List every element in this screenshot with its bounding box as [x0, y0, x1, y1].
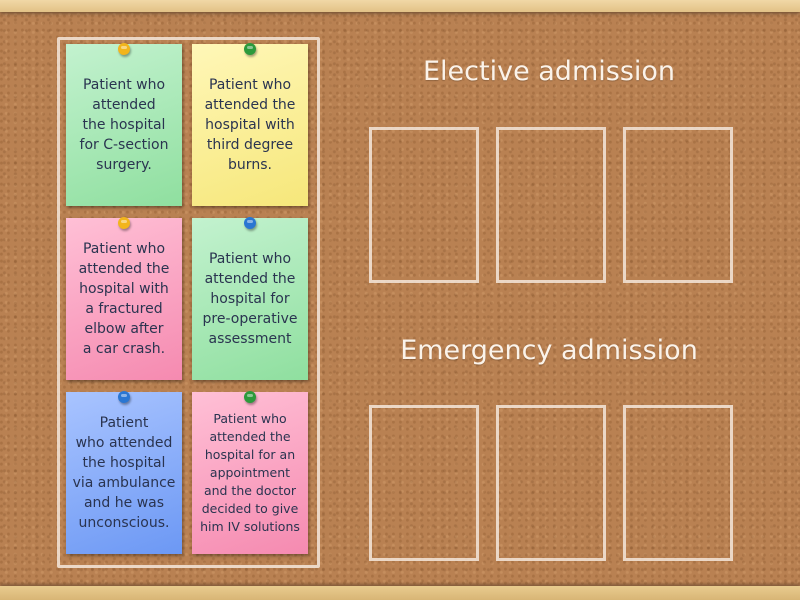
- pushpin-green-icon: [244, 43, 256, 55]
- card-source-panel: [57, 37, 320, 568]
- card-text: Patient who attended the hospital for C-…: [79, 77, 169, 173]
- elective-drop-slot-2[interactable]: [496, 127, 606, 283]
- emergency-drop-slot-2[interactable]: [496, 405, 606, 561]
- group-title-emergency: Emergency admission: [400, 335, 698, 366]
- card-fractured-elbow[interactable]: Patient who attended the hospital with a…: [66, 217, 182, 380]
- card-text: Patient who attended the hospital for pr…: [202, 251, 298, 347]
- pushpin-blue-icon: [244, 217, 256, 229]
- pushpin-blue-icon: [118, 391, 130, 403]
- card-iv-solutions[interactable]: Patient who attended the hospital for an…: [192, 391, 308, 554]
- elective-drop-slot-1[interactable]: [369, 127, 479, 283]
- card-text: Patient who attended the hospital with t…: [204, 77, 296, 173]
- card-burns[interactable]: Patient who attended the hospital with t…: [192, 43, 308, 206]
- card-text: Patient who attended the hospital with a…: [78, 241, 170, 357]
- wood-frame-top: [0, 0, 800, 12]
- pushpin-yellow-icon: [118, 43, 130, 55]
- group-title-elective: Elective admission: [422, 56, 676, 87]
- card-text: Patient who attended the hospital via am…: [72, 415, 176, 531]
- card-pre-operative[interactable]: Patient who attended the hospital for pr…: [192, 217, 308, 380]
- wood-frame-bottom: [0, 586, 800, 600]
- pushpin-yellow-icon: [118, 217, 130, 229]
- card-text: Patient who attended the hospital for an…: [200, 411, 300, 534]
- card-c-section[interactable]: Patient who attended the hospital for C-…: [66, 43, 182, 206]
- emergency-drop-slot-3[interactable]: [623, 405, 733, 561]
- pushpin-green-icon: [244, 391, 256, 403]
- card-ambulance[interactable]: Patient who attended the hospital via am…: [66, 391, 182, 554]
- emergency-drop-slot-1[interactable]: [369, 405, 479, 561]
- elective-drop-slot-3[interactable]: [623, 127, 733, 283]
